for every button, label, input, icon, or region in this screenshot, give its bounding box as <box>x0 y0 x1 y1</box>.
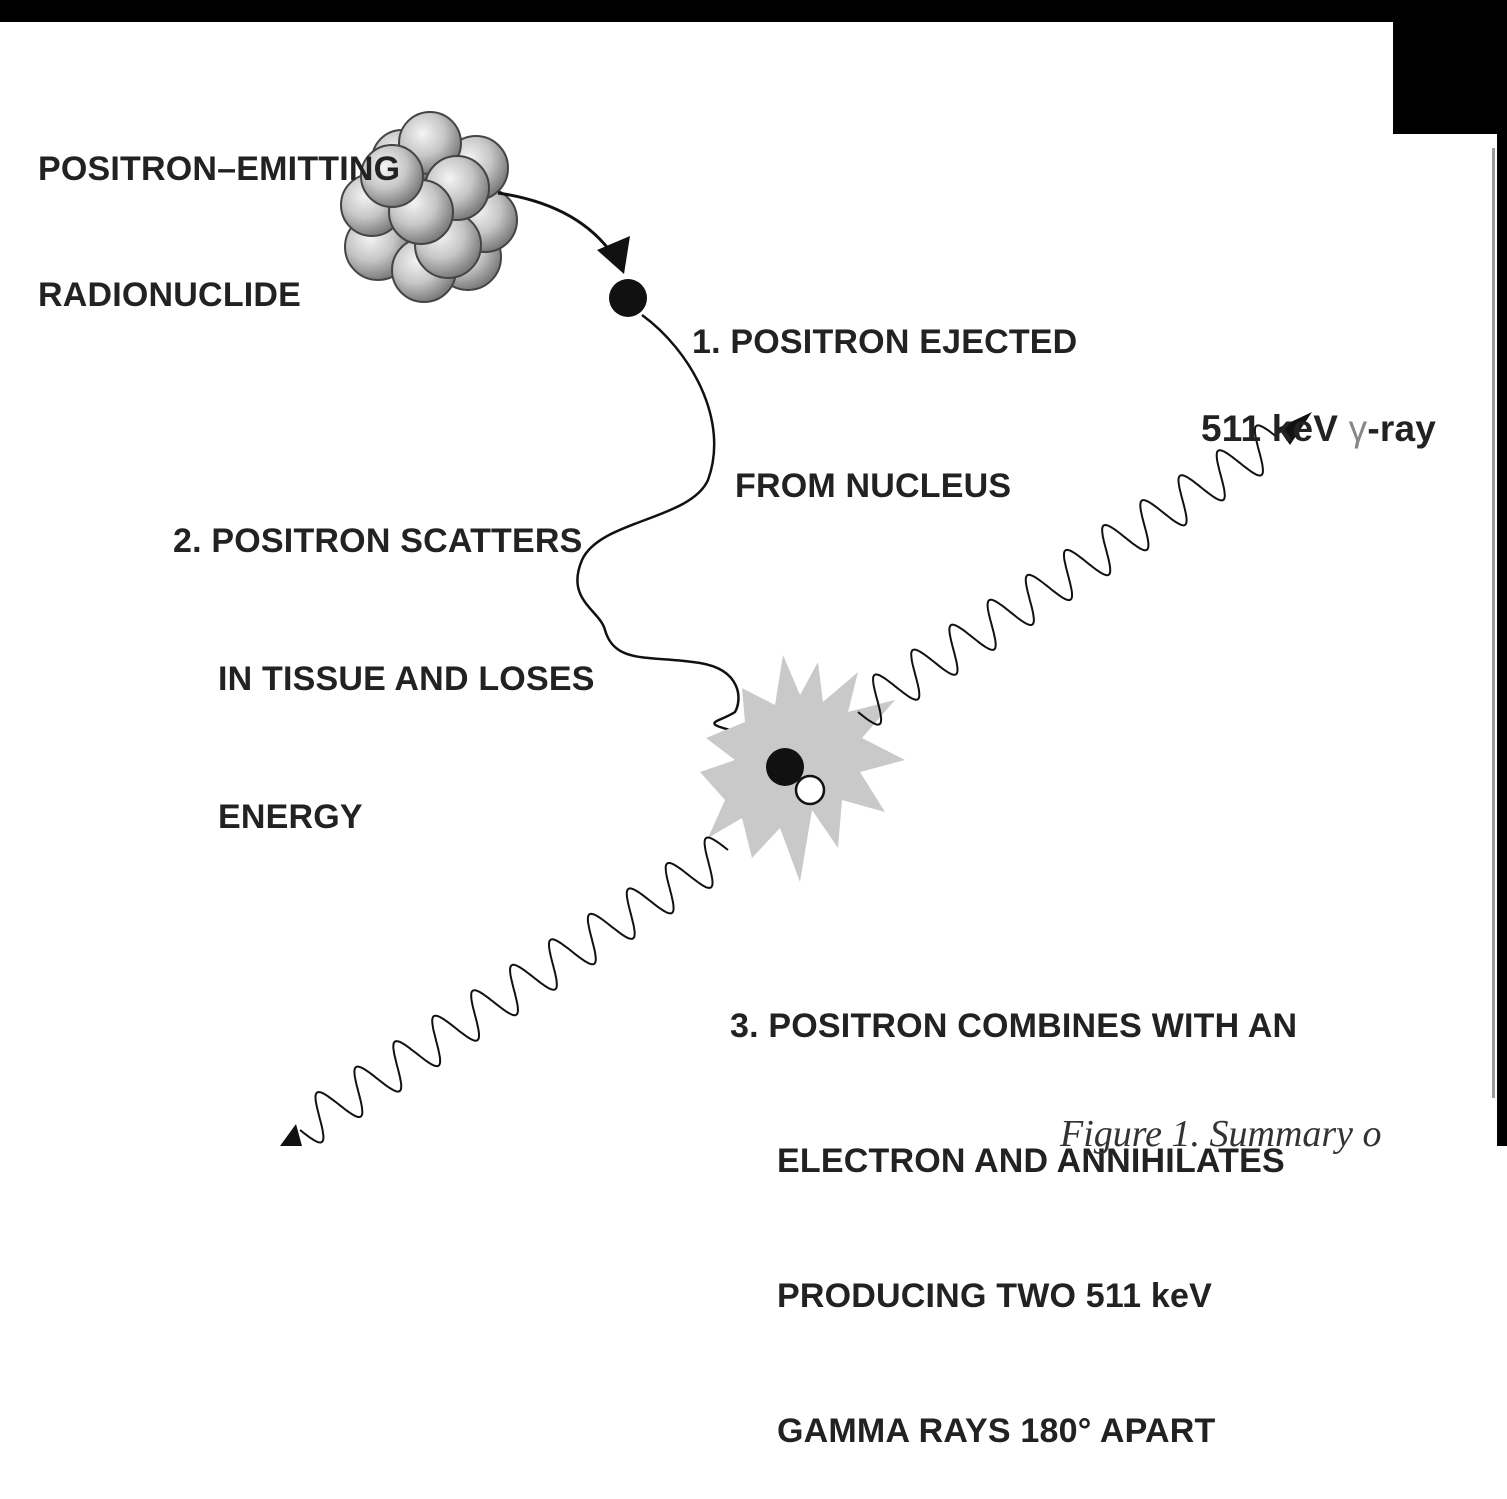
gamma-ray-up <box>857 424 1279 726</box>
step3-label: 3. POSITRON COMBINES WITH AN ELECTRON AN… <box>730 914 1297 1499</box>
arrow-icon <box>280 1124 302 1146</box>
gamma-symbol: γ <box>1348 408 1368 449</box>
step3-line4: GAMMA RAYS 180° APART <box>777 1412 1216 1450</box>
top-border <box>0 0 1507 22</box>
positron-icon <box>609 279 647 317</box>
arrow-icon <box>597 236 630 274</box>
right-border <box>1497 0 1507 1146</box>
source-label-line1: POSITRON–EMITTING <box>38 150 401 188</box>
electron-icon <box>794 774 826 806</box>
source-label: POSITRON–EMITTING RADIONUCLIDE <box>38 64 400 358</box>
step3-line1: 3. POSITRON COMBINES WITH AN <box>730 1007 1298 1045</box>
source-label-line2: RADIONUCLIDE <box>38 276 302 314</box>
gamma-ray-label: 511 keV γ-ray <box>1180 360 1436 452</box>
step1-line1: 1. POSITRON EJECTED <box>692 323 1078 361</box>
step3-line3: PRODUCING TWO 511 keV <box>777 1277 1212 1315</box>
gamma-ray-down <box>299 836 729 1144</box>
step2-line1: 2. POSITRON SCATTERS <box>173 522 583 560</box>
positron-annihilation-diagram <box>280 111 1312 1146</box>
step1-line2: FROM NUCLEUS <box>735 467 1012 505</box>
scatter-path <box>576 313 761 770</box>
page-edge-line <box>1492 148 1495 1098</box>
right-dark-panel <box>1393 22 1497 134</box>
figure-caption: Figure 1. Summary o <box>1060 1113 1382 1155</box>
positron-icon <box>766 748 804 786</box>
step2-line3: ENERGY <box>218 798 363 836</box>
arrow-icon <box>1278 412 1312 445</box>
nucleus-icon <box>340 111 518 303</box>
gamma-ray-energy: 511 keV <box>1200 408 1349 449</box>
gamma-ray-suffix: -ray <box>1367 408 1437 449</box>
step2-line2: IN TISSUE AND LOSES <box>218 660 595 698</box>
step2-label: 2. POSITRON SCATTERS IN TISSUE AND LOSES… <box>173 426 595 886</box>
step1-label: 1. POSITRON EJECTED FROM NUCLEUS <box>692 222 1077 558</box>
